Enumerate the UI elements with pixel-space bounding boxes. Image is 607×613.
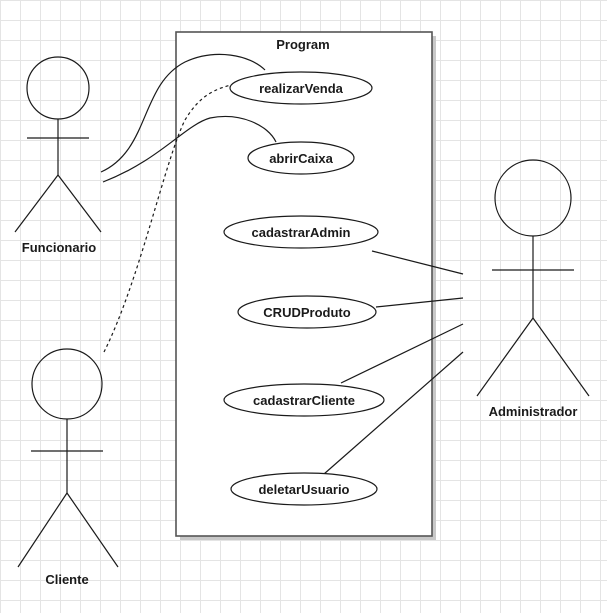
- use-case-cadastrar-cliente[interactable]: cadastrarCliente: [223, 383, 385, 417]
- association-admin-deletarusuario[interactable]: [323, 351, 464, 475]
- use-case-realizar-venda[interactable]: realizarVenda: [229, 71, 373, 105]
- use-case-cadastrar-admin[interactable]: cadastrarAdmin: [223, 215, 379, 249]
- use-case-label: cadastrarAdmin: [252, 225, 351, 240]
- use-case-ellipse: [230, 472, 378, 506]
- actor-right-leg: [66, 492, 119, 568]
- association-admin-cadastraradmin[interactable]: [371, 250, 464, 275]
- actor-label: Funcionario: [22, 240, 96, 255]
- association-funcionario-realizarvenda[interactable]: [100, 53, 266, 173]
- actor-left-leg: [17, 492, 68, 568]
- actor-head: [494, 159, 572, 237]
- use-case-ellipse: [223, 215, 379, 249]
- actor-head: [31, 348, 103, 420]
- actor-label: Cliente: [45, 572, 88, 587]
- actor-label: Administrador: [489, 404, 578, 419]
- actor-administrador[interactable]: Administrador: [476, 159, 590, 419]
- actor-right-leg: [57, 174, 102, 233]
- system-boundary-title: Program: [276, 37, 329, 52]
- association-funcionario-abrircaixa[interactable]: [102, 116, 277, 183]
- actor-left-leg: [14, 174, 59, 233]
- use-case-label: CRUDProduto: [263, 305, 350, 320]
- actor-cliente[interactable]: Cliente: [17, 348, 119, 587]
- actor-left-leg: [476, 317, 534, 397]
- use-case-ellipse: [223, 383, 385, 417]
- use-case-abrir-caixa[interactable]: abrirCaixa: [247, 141, 355, 175]
- use-case-label: deletarUsuario: [258, 482, 349, 497]
- use-case-ellipse: [229, 71, 373, 105]
- use-case-label: cadastrarCliente: [253, 393, 355, 408]
- use-case-label: realizarVenda: [259, 81, 344, 96]
- use-case-crud-produto[interactable]: CRUDProduto: [237, 295, 377, 329]
- system-boundary[interactable]: [175, 31, 433, 537]
- association-admin-cadastrarcliente[interactable]: [340, 323, 464, 384]
- association-admin-crudproduto[interactable]: [375, 297, 464, 308]
- actor-head: [26, 56, 90, 120]
- use-case-deletar-usuario[interactable]: deletarUsuario: [230, 472, 378, 506]
- use-case-ellipse: [237, 295, 377, 329]
- actor-right-leg: [532, 317, 590, 397]
- use-case-ellipse: [247, 141, 355, 175]
- use-case-label: abrirCaixa: [269, 151, 333, 166]
- actor-funcionario[interactable]: Funcionario: [14, 56, 102, 255]
